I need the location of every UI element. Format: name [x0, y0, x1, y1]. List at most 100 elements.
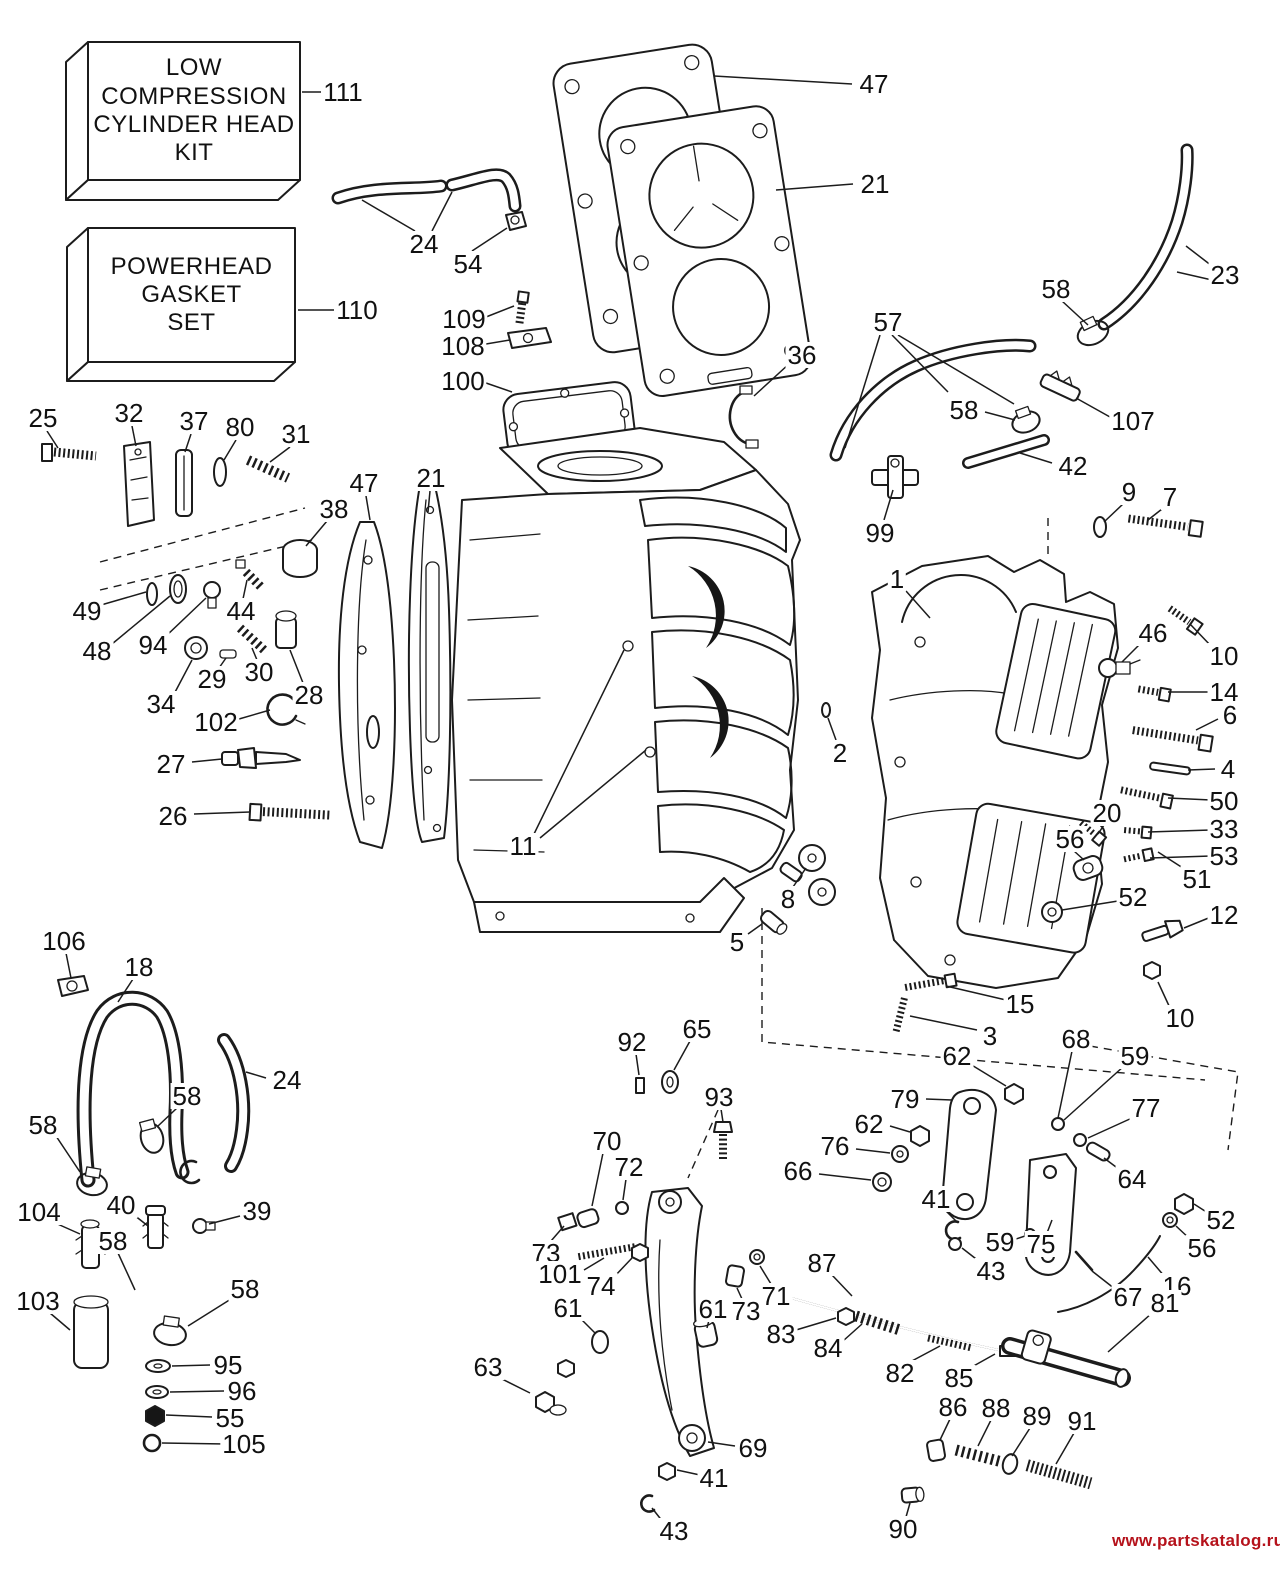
spring-31-art	[245, 455, 291, 483]
part-label-31: 31	[279, 419, 313, 449]
part-label-37: 37	[177, 406, 211, 436]
washer-80-art	[213, 457, 227, 487]
part-label-110: 110	[334, 295, 380, 325]
right-fasteners-art	[759, 514, 1214, 1034]
part-label-3: 3	[980, 1021, 1000, 1051]
part-label-61: 61	[696, 1294, 730, 1324]
part-label-62: 62	[940, 1041, 974, 1071]
part-label-59: 59	[983, 1227, 1017, 1257]
part-label-23: 23	[1208, 260, 1242, 290]
part-label-58: 58	[170, 1081, 204, 1111]
part-label-11: 11	[507, 831, 539, 861]
part-label-93: 93	[702, 1082, 736, 1112]
part-label-10: 10	[1207, 641, 1241, 671]
part-label-39: 39	[240, 1196, 274, 1226]
part-label-81: 81	[1148, 1288, 1182, 1318]
clamp-58-top-art	[1076, 315, 1110, 347]
kit-boxes-art	[65, 41, 301, 382]
part-label-57: 57	[871, 307, 905, 337]
part-label-38: 38	[317, 494, 351, 524]
part-label-54: 54	[451, 249, 485, 279]
part-label-107: 107	[1109, 406, 1157, 436]
part-label-77: 77	[1129, 1093, 1163, 1123]
part-label-69: 69	[736, 1433, 770, 1463]
part-label-33: 33	[1207, 814, 1241, 844]
tee-99-art	[871, 455, 919, 499]
reed-37-art	[175, 449, 193, 517]
reed-dashed-box	[99, 507, 313, 591]
part-label-12: 12	[1207, 900, 1241, 930]
part-label-47: 47	[857, 69, 891, 99]
part-label-26: 26	[156, 801, 190, 831]
part-label-70: 70	[590, 1126, 624, 1156]
part-label-14: 14	[1207, 677, 1241, 707]
part-label-34: 34	[144, 689, 178, 719]
part-label-79: 79	[888, 1084, 922, 1114]
part-label-76: 76	[818, 1131, 852, 1161]
part-label-21: 21	[414, 463, 448, 493]
part-label-94: 94	[136, 630, 170, 660]
part-label-89: 89	[1020, 1401, 1054, 1431]
part-label-101: 101	[536, 1259, 584, 1289]
part-label-75: 75	[1024, 1229, 1058, 1259]
part-label-1: 1	[887, 564, 907, 594]
needle-valve-27-art	[221, 747, 301, 769]
part-label-30: 30	[242, 657, 276, 687]
part-label-73: 73	[729, 1296, 763, 1326]
part-label-72: 72	[612, 1152, 646, 1182]
part-label-5: 5	[727, 927, 747, 957]
lever-69-art	[535, 1070, 765, 1513]
part-label-9: 9	[1119, 477, 1139, 507]
part-label-63: 63	[471, 1352, 505, 1382]
watermark: www.partskatalog.ru	[1112, 1531, 1280, 1550]
tube-81-art	[1001, 1329, 1131, 1388]
strap-36-art	[728, 385, 759, 449]
part-label-58: 58	[96, 1226, 130, 1256]
part-label-18: 18	[122, 952, 156, 982]
part-label-58: 58	[26, 1110, 60, 1140]
clamp-108-art	[507, 327, 552, 349]
fitting-54-art	[505, 211, 527, 231]
part-label-48: 48	[80, 636, 114, 666]
part-label-41: 41	[697, 1463, 731, 1493]
part-label-62: 62	[852, 1109, 886, 1139]
part-label-64: 64	[1115, 1164, 1149, 1194]
part-label-40: 40	[104, 1190, 138, 1220]
part-label-2: 2	[830, 738, 850, 768]
part-label-46: 46	[1136, 618, 1170, 648]
part-label-95: 95	[211, 1350, 245, 1380]
part-label-82: 82	[883, 1358, 917, 1388]
cylinder-block-art	[451, 427, 801, 933]
part-label-52: 52	[1204, 1205, 1238, 1235]
part-label-71: 71	[759, 1281, 793, 1311]
part-label-109: 109	[440, 304, 488, 334]
reed-32-art	[123, 441, 155, 527]
part-label-42: 42	[1056, 451, 1090, 481]
clamp-58-mid-art	[1011, 405, 1041, 434]
part-label-105: 105	[220, 1429, 268, 1459]
part-label-91: 91	[1065, 1406, 1099, 1436]
part-label-87: 87	[805, 1248, 839, 1278]
small-parts-cluster-art	[146, 539, 318, 660]
construction-lines	[687, 518, 1239, 1179]
part-label-43: 43	[657, 1516, 691, 1546]
part-label-88: 88	[979, 1393, 1013, 1423]
part-label-111: 111	[321, 77, 365, 107]
part-label-96: 96	[225, 1376, 259, 1406]
crankcase-art	[871, 555, 1119, 989]
part-label-83: 83	[764, 1319, 798, 1349]
part-label-67: 67	[1111, 1282, 1145, 1312]
exhaust-cover-47-art	[337, 521, 396, 849]
part-label-47: 47	[347, 468, 381, 498]
part-label-50: 50	[1207, 786, 1241, 816]
part-label-61: 61	[551, 1293, 585, 1323]
part-label-24: 24	[407, 229, 441, 259]
part-label-85: 85	[942, 1363, 976, 1393]
part-label-36: 36	[785, 340, 819, 370]
part-label-27: 27	[154, 749, 188, 779]
exhaust-gasket-21-art	[407, 481, 452, 843]
part-label-28: 28	[292, 680, 326, 710]
part-label-51: 51	[1180, 864, 1214, 894]
part-label-86: 86	[936, 1392, 970, 1422]
